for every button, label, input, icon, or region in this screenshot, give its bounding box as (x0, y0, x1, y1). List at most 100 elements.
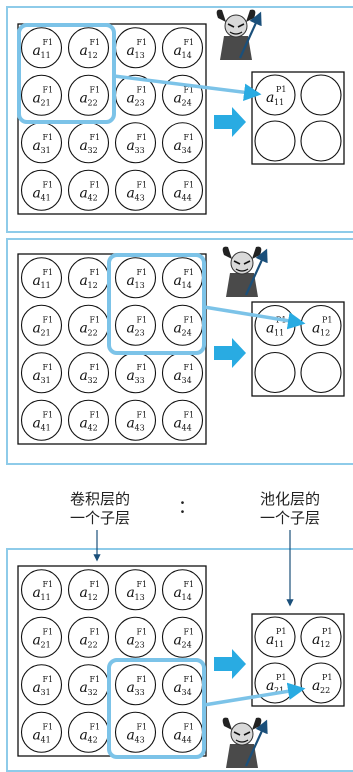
neuron-circle (254, 304, 296, 347)
neuron-symbol: a (174, 585, 182, 601)
neuron-index: 42 (88, 423, 98, 432)
neuron-index: 22 (88, 328, 98, 337)
neuron-circle (161, 711, 204, 753)
neuron-circle (67, 711, 110, 753)
legend-separator: ： (178, 497, 196, 518)
neuron-symbol: a (174, 138, 182, 154)
neuron-layer-label: F1 (184, 85, 195, 94)
neuron-symbol: a (266, 90, 274, 106)
neuron-symbol: a (127, 632, 135, 648)
conv-sublayer-grid (17, 253, 207, 445)
neuron-symbol: a (80, 632, 88, 648)
neuron-symbol: a (127, 138, 135, 154)
neuron-circle (20, 569, 63, 611)
neuron-index: 33 (135, 688, 145, 697)
neuron-symbol: a (80, 368, 88, 384)
neuron-circle (300, 304, 342, 347)
neuron-layer-label: F1 (43, 580, 54, 589)
neuron-symbol: a (312, 321, 320, 337)
pooling-window-highlight (107, 658, 206, 759)
pool-sublayer-grid (251, 71, 345, 165)
neuron-circle (300, 616, 342, 658)
neuron-symbol: a (127, 415, 135, 431)
neuron-symbol: a (174, 415, 182, 431)
neuron-circle (300, 662, 342, 704)
neuron-index: 41 (41, 193, 51, 202)
neuron-index: 12 (320, 329, 330, 338)
neuron-symbol: a (33, 320, 41, 336)
forward-arrow (214, 338, 246, 368)
neuron-circle (67, 399, 110, 441)
neuron-symbol: a (174, 273, 182, 289)
neuron-symbol: a (127, 585, 135, 601)
devil-head (230, 722, 254, 746)
neuron-layer-label: F1 (90, 627, 101, 636)
neuron-circle (67, 169, 110, 211)
neuron-layer-label: P1 (322, 673, 332, 682)
neuron-index: 34 (182, 688, 192, 697)
neuron-layer-label: F1 (43, 38, 54, 47)
neuron-index: 14 (182, 593, 192, 602)
pool-neuron-empty (300, 351, 342, 394)
devil-grin (235, 268, 249, 272)
panel-step-4 (6, 548, 353, 772)
neuron-circle (114, 711, 157, 753)
neuron-symbol: a (127, 680, 135, 696)
forward-arrow (214, 649, 246, 679)
neuron-circle (20, 122, 63, 164)
panel-step-1 (6, 6, 353, 233)
neuron-index: 22 (88, 98, 98, 107)
neuron-layer-label: F1 (137, 85, 148, 94)
pool-neuron-empty (254, 120, 296, 162)
neuron-layer-label: F1 (137, 268, 148, 277)
neuron-layer-label: F1 (184, 410, 195, 419)
neuron-layer-label: F1 (137, 363, 148, 372)
neuron-layer-label: F1 (43, 722, 54, 731)
neuron-layer-label: F1 (184, 675, 195, 684)
neuron-layer-label: F1 (184, 315, 195, 324)
devil-horn-left (222, 246, 232, 259)
neuron-layer-label: F1 (43, 675, 54, 684)
devil-horn-right (252, 717, 262, 730)
neuron-circle (67, 257, 110, 299)
neuron-layer-label: F1 (90, 363, 101, 372)
neuron-layer-label: F1 (184, 580, 195, 589)
neuron-layer-label: F1 (184, 722, 195, 731)
neuron-symbol: a (33, 90, 41, 106)
neuron-index: 11 (41, 51, 51, 60)
neuron-index: 24 (182, 98, 192, 107)
neuron-circle (67, 352, 110, 394)
neuron-circle (67, 122, 110, 164)
neuron-symbol: a (80, 585, 88, 601)
neuron-index: 21 (41, 328, 51, 337)
neuron-symbol: a (33, 680, 41, 696)
neuron-symbol: a (312, 678, 320, 694)
pool-neuron-empty (300, 120, 342, 162)
neuron-index: 13 (135, 51, 145, 60)
neuron-layer-label: F1 (43, 133, 54, 142)
devil-trident (238, 11, 262, 59)
